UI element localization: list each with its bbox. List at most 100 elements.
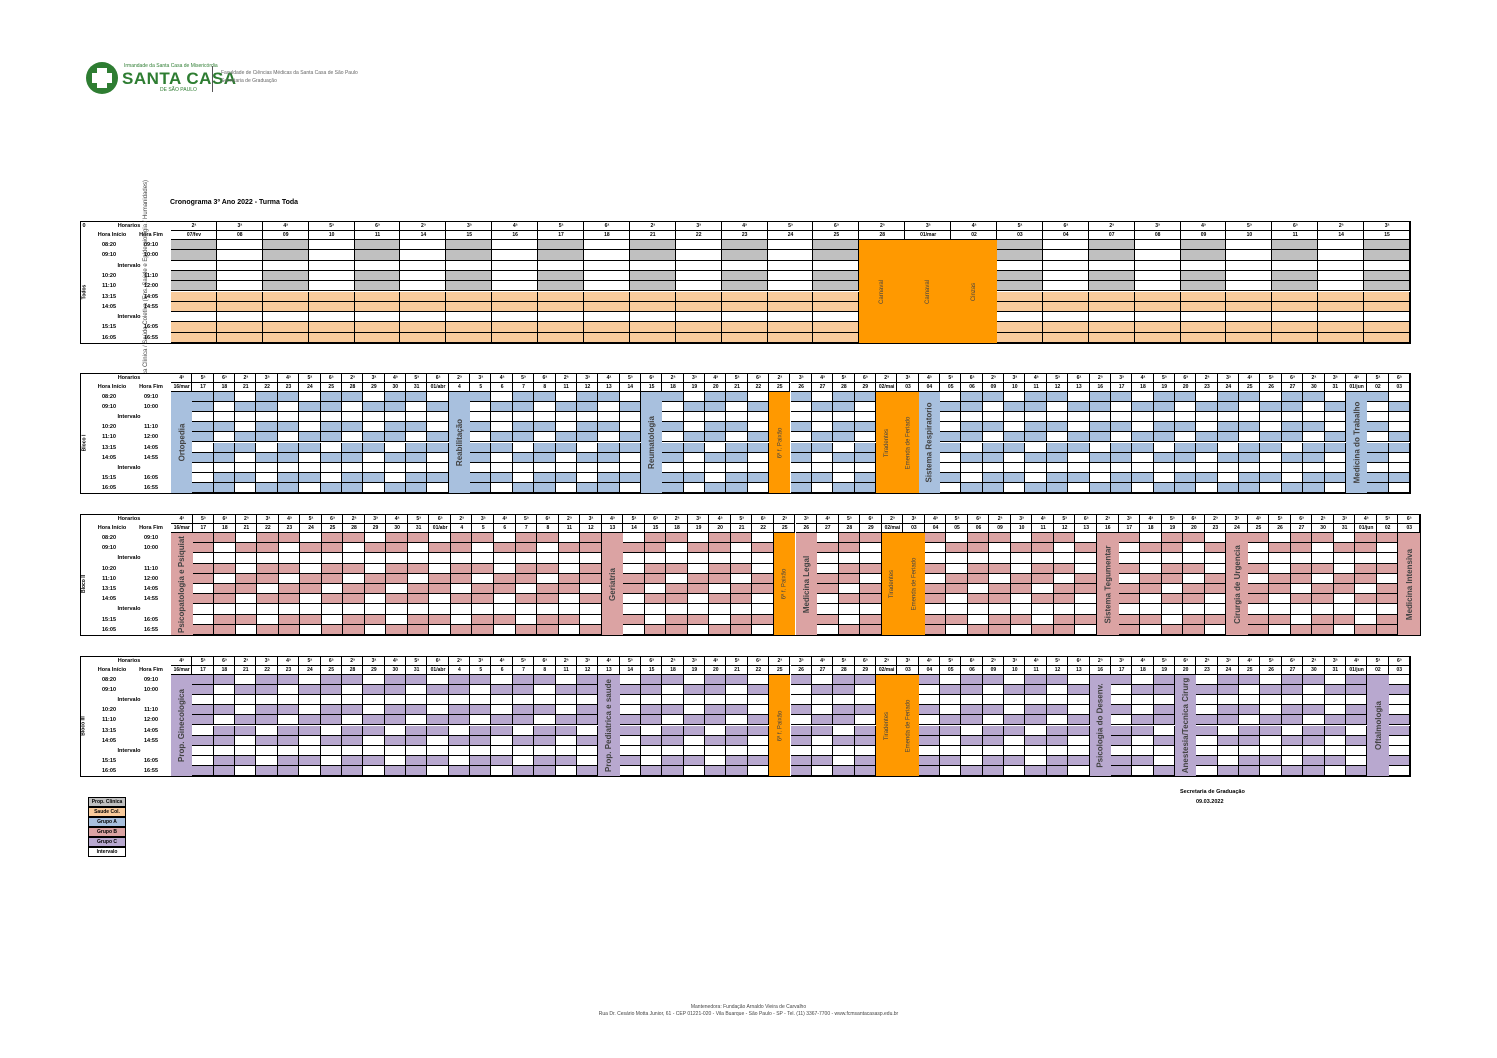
schedule-cell	[235, 745, 257, 756]
schedule-cell	[354, 260, 401, 271]
schedule-cell	[320, 675, 342, 686]
start-time: 13:15	[101, 444, 117, 451]
schedule-cell	[1010, 614, 1033, 625]
schedule-cell	[407, 533, 430, 544]
schedule-cell	[989, 543, 1011, 554]
header-line-1: Faculdade de Ciências Médicas da Santa C…	[221, 70, 358, 76]
schedule-cell	[1183, 563, 1205, 574]
start-time: 14:05	[101, 454, 117, 461]
date-header: 13	[1076, 384, 1082, 390]
date-header: 26	[1277, 525, 1283, 531]
schedule-cell	[854, 725, 876, 736]
schedule-cell	[384, 715, 406, 726]
schedule-cell	[675, 322, 722, 333]
schedule-cell	[555, 462, 577, 473]
schedule-cell	[1303, 462, 1325, 473]
schedule-cell	[1217, 452, 1240, 463]
schedule-cell	[833, 462, 855, 473]
schedule-cell	[961, 695, 983, 706]
schedule-cell	[405, 402, 428, 413]
schedule-cell	[384, 432, 406, 443]
schedule-cell	[1068, 715, 1090, 726]
schedule-cell	[214, 614, 236, 625]
weekday-header: 5ª	[1170, 516, 1175, 522]
header-cell	[277, 383, 300, 392]
weekday-header: 3ª	[371, 658, 377, 664]
schedule-cell	[924, 624, 947, 635]
schedule-cell	[472, 533, 494, 544]
schedule-cell	[491, 695, 513, 706]
schedule-cell	[1364, 322, 1410, 333]
date-header: 15	[648, 384, 655, 390]
header-cell	[918, 657, 941, 666]
schedule-cell	[214, 533, 236, 544]
header-cell	[726, 383, 748, 392]
end-time: 16:05	[143, 474, 159, 481]
header-cell	[354, 231, 401, 240]
header-cell	[321, 515, 344, 524]
weekday-header: 4ª	[179, 375, 184, 381]
schedule-cell	[277, 402, 300, 413]
weekday-header: 2ª	[350, 658, 355, 664]
schedule-cell	[384, 452, 406, 463]
schedule-cell	[235, 735, 257, 746]
schedule-cell	[1075, 614, 1097, 625]
schedule-cell	[538, 322, 584, 333]
schedule-cell	[427, 392, 449, 403]
document-title: Cronograma 3º Ano 2022 - Turma Toda	[170, 199, 299, 206]
schedule-cell	[946, 624, 968, 635]
weekday-header: 2ª	[782, 516, 788, 522]
schedule-cell	[1303, 402, 1325, 413]
date-header: 18	[221, 384, 228, 390]
date-header: 20	[1182, 667, 1189, 673]
schedule-cell	[730, 624, 753, 635]
schedule-cell	[1089, 402, 1111, 413]
header-cell	[558, 515, 581, 524]
start-time: 09:10	[101, 545, 117, 552]
header-cell	[407, 515, 430, 524]
schedule-cell	[726, 685, 748, 696]
schedule-cell	[940, 472, 962, 483]
schedule-cell	[192, 543, 215, 554]
date-header: 28	[846, 525, 853, 531]
schedule-cell	[940, 452, 962, 463]
date-header: 23	[1204, 667, 1210, 673]
header-cell	[860, 515, 882, 524]
schedule-cell	[343, 624, 365, 635]
header-cell	[1239, 666, 1261, 675]
schedule-cell	[472, 604, 494, 615]
header-cell	[790, 374, 812, 383]
hora-inicio-header: Hora Início	[97, 384, 127, 390]
date-header: 19	[695, 525, 702, 531]
schedule-cell	[1110, 422, 1133, 433]
schedule-cell	[1042, 250, 1089, 261]
schedule-cell	[257, 594, 279, 605]
schedule-cell	[537, 553, 559, 564]
schedule-cell	[576, 392, 599, 403]
weekday-header: 4ª	[713, 375, 719, 381]
schedule-cell	[1281, 695, 1304, 706]
schedule-cell	[644, 584, 667, 595]
schedule-cell	[687, 533, 710, 544]
header-cell	[235, 666, 257, 675]
header-cell	[363, 383, 385, 392]
schedule-cell	[534, 422, 556, 433]
schedule-cell	[662, 705, 684, 716]
schedule-cell	[1239, 765, 1261, 776]
schedule-cell	[705, 705, 727, 716]
schedule-cell	[446, 291, 493, 302]
schedule-cell	[1388, 695, 1410, 706]
schedule-cell	[1025, 765, 1047, 776]
header-cell	[192, 374, 214, 383]
header-cell	[1239, 383, 1261, 392]
schedule-cell	[811, 755, 834, 766]
schedule-cell	[1226, 301, 1273, 313]
schedule-cell	[576, 442, 599, 453]
schedule-cell	[683, 735, 706, 746]
schedule-cell	[354, 291, 401, 302]
schedule-cell	[1053, 614, 1076, 625]
date-header: 18	[1140, 667, 1146, 673]
holiday-tiradentes: Tiradentes	[881, 533, 904, 635]
schedule-cell	[687, 624, 710, 635]
schedule-cell	[683, 745, 706, 756]
